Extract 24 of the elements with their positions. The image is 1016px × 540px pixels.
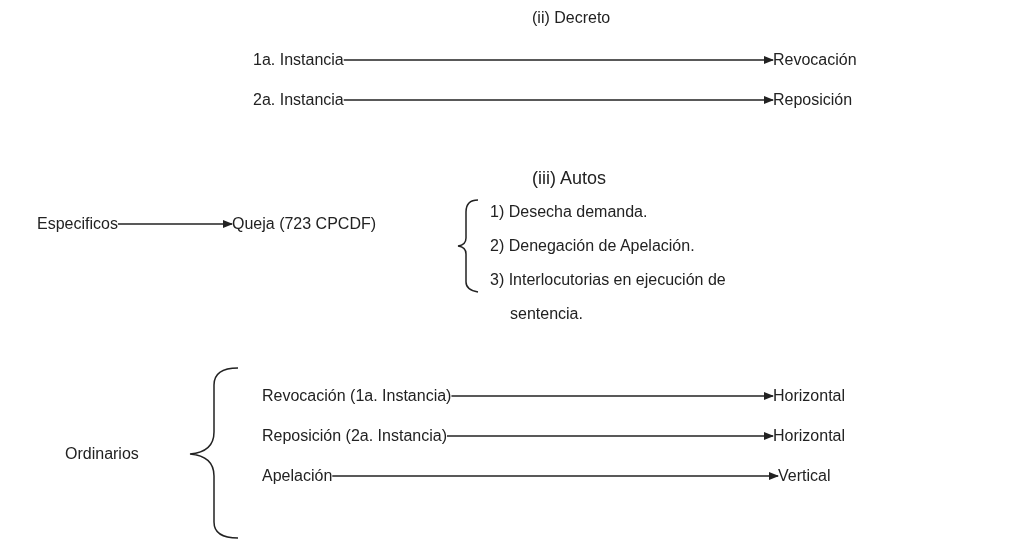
arrow bbox=[331, 472, 779, 480]
list-item: 3) Interlocutorias en ejecución de sentencia. bbox=[490, 270, 727, 324]
node-text: Reposición (2a. Instancia) bbox=[262, 426, 447, 446]
node-text: Horizontal bbox=[773, 426, 846, 446]
node-text: Vertical bbox=[778, 466, 831, 486]
node-text: Horizontal bbox=[773, 386, 846, 406]
arrow bbox=[343, 96, 774, 104]
heading-text: (ii) Decreto bbox=[532, 8, 611, 28]
list-item: 1) Desecha demanda. bbox=[490, 202, 648, 222]
node-text: Queja (723 CPCDF) bbox=[232, 214, 377, 234]
node-text: Especificos bbox=[37, 214, 118, 234]
node-text: Apelación bbox=[262, 466, 333, 486]
node-text: Revocación (1a. Instancia) bbox=[262, 386, 452, 406]
arrow bbox=[343, 56, 774, 64]
node-text: Reposición bbox=[773, 90, 853, 110]
node-text: Revocación bbox=[773, 50, 857, 70]
node-text: 1a. Instancia bbox=[253, 50, 344, 70]
arrow bbox=[446, 432, 774, 440]
arrow bbox=[450, 392, 774, 400]
heading-text: (iii) Autos bbox=[532, 168, 607, 188]
list-item: 2) Denegación de Apelación. bbox=[490, 236, 695, 256]
arrow bbox=[117, 220, 233, 228]
group-label: Ordinarios bbox=[65, 444, 139, 464]
node-text: 2a. Instancia bbox=[253, 90, 344, 110]
